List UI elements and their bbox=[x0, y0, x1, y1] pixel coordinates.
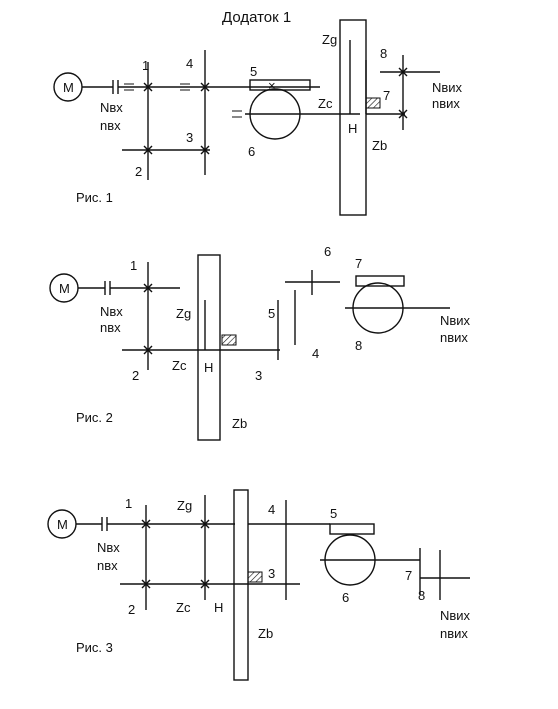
label-4: 4 bbox=[312, 346, 319, 361]
label-4: 4 bbox=[186, 56, 193, 71]
motor-label: M bbox=[63, 80, 74, 95]
label-7: 7 bbox=[383, 88, 390, 103]
ring-zb bbox=[233, 489, 249, 681]
svg-text:×: × bbox=[268, 78, 276, 93]
label-8: 8 bbox=[418, 588, 425, 603]
label-zg: Zg bbox=[322, 32, 337, 47]
label-h: H bbox=[204, 360, 213, 375]
label-8: 8 bbox=[355, 338, 362, 353]
figure-caption-1: Рис. 1 bbox=[76, 190, 113, 205]
output-speed: nвих bbox=[440, 330, 468, 345]
label-5: 5 bbox=[268, 306, 275, 321]
label-2: 2 bbox=[132, 368, 139, 383]
label-3: 3 bbox=[268, 566, 275, 581]
housing-hatch bbox=[365, 97, 381, 109]
label-3: 3 bbox=[186, 130, 193, 145]
label-1: 1 bbox=[130, 258, 137, 273]
input-power: Nвх bbox=[100, 304, 123, 319]
page-title: Додаток 1 bbox=[222, 9, 291, 26]
label-h: H bbox=[348, 121, 357, 136]
housing-hatch bbox=[247, 571, 263, 583]
output-speed: nвих bbox=[432, 96, 460, 111]
label-zb: Zb bbox=[258, 626, 273, 641]
label-2: 2 bbox=[128, 602, 135, 617]
label-7: 7 bbox=[355, 256, 362, 271]
worm-5 bbox=[249, 79, 311, 91]
label-zg: Zg bbox=[177, 498, 192, 513]
input-speed: nвх bbox=[100, 320, 121, 335]
figure-3: M Nвх nвх 1 2 Zg Zc H Zb 4 3 5 6 7 8 bbox=[47, 489, 471, 681]
label-zc: Zc bbox=[172, 358, 187, 373]
input-speed: nвх bbox=[97, 558, 118, 573]
output-power: Nвих bbox=[440, 608, 471, 623]
label-6: 6 bbox=[324, 244, 331, 259]
output-speed: nвих bbox=[440, 626, 468, 641]
label-8: 8 bbox=[380, 46, 387, 61]
worm-5 bbox=[329, 523, 375, 535]
label-2: 2 bbox=[135, 164, 142, 179]
motor-label: M bbox=[57, 517, 68, 532]
output-power: Nвих bbox=[440, 313, 471, 328]
label-3: 3 bbox=[255, 368, 262, 383]
figure-1: M Nвх nвх 1 2 4 3 × 5 6 bbox=[53, 19, 463, 216]
label-zg: Zg bbox=[176, 306, 191, 321]
label-zb: Zb bbox=[372, 138, 387, 153]
label-1: 1 bbox=[125, 496, 132, 511]
figure-caption-2: Рис. 2 bbox=[76, 410, 113, 425]
label-zc: Zc bbox=[318, 96, 333, 111]
label-6: 6 bbox=[248, 144, 255, 159]
label-5: 5 bbox=[250, 64, 257, 79]
input-speed: nвх bbox=[100, 118, 121, 133]
worm-7 bbox=[355, 275, 405, 287]
ring-zb bbox=[197, 254, 221, 441]
label-1: 1 bbox=[142, 58, 149, 73]
ring-zb bbox=[339, 19, 367, 216]
label-zc: Zc bbox=[176, 600, 191, 615]
motor-label: M bbox=[59, 281, 70, 296]
label-6: 6 bbox=[342, 590, 349, 605]
label-7: 7 bbox=[405, 568, 412, 583]
label-zb: Zb bbox=[232, 416, 247, 431]
input-power: Nвх bbox=[100, 100, 123, 115]
label-4: 4 bbox=[268, 502, 275, 517]
figure-2: M Nвх nвх 1 2 Zg Zc H Zb 3 4 5 6 7 8 Nви… bbox=[49, 244, 471, 441]
label-h: H bbox=[214, 600, 223, 615]
output-power: Nвих bbox=[432, 80, 463, 95]
housing-hatch bbox=[221, 334, 237, 346]
input-power: Nвх bbox=[97, 540, 120, 555]
figure-caption-3: Рис. 3 bbox=[76, 640, 113, 655]
label-5: 5 bbox=[330, 506, 337, 521]
